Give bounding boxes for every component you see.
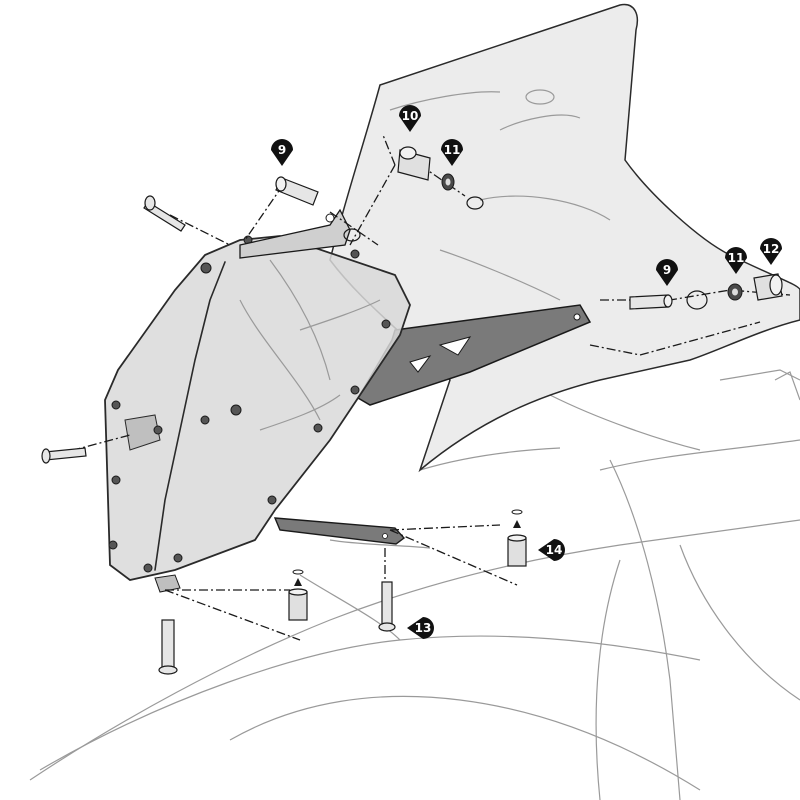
callout-11-right: 11 — [725, 247, 747, 274]
upper-tab — [239, 208, 351, 259]
callout-12: 12 — [760, 238, 782, 265]
callout-9-left: 9 — [271, 139, 293, 166]
svg-text:11: 11 — [728, 251, 745, 265]
washer-upper — [441, 173, 455, 191]
svg-text:11: 11 — [444, 143, 461, 157]
spacer-tube — [397, 146, 431, 181]
svg-text:13: 13 — [415, 621, 432, 635]
spacer-bolt-left — [275, 176, 319, 206]
callout-13: 13 — [407, 617, 434, 639]
spacer-bolt-right — [629, 294, 673, 310]
lower-bracket — [273, 517, 406, 545]
motorcycle-body-outline — [29, 369, 800, 800]
windscreen — [329, 3, 800, 473]
svg-text:14: 14 — [546, 543, 563, 557]
rubber-spacer-left — [288, 569, 308, 621]
svg-text:9: 9 — [663, 263, 671, 277]
svg-text:9: 9 — [278, 143, 286, 157]
callout-11-upper: 11 — [441, 139, 463, 166]
rubber-spacer — [507, 509, 527, 567]
callout-14: 14 — [538, 539, 565, 561]
washer-right — [727, 283, 743, 301]
callout-10: 10 — [399, 105, 421, 132]
spacer-cap — [753, 273, 783, 301]
svg-text:12: 12 — [763, 242, 780, 256]
hardware — [41, 146, 783, 675]
callouts: 9 10 11 9 11 12 13 14 — [271, 105, 782, 639]
headlight-guard — [104, 235, 411, 593]
callout-9-right: 9 — [656, 259, 678, 286]
bolt-upper-left — [143, 195, 186, 232]
bolt-lower-left — [158, 619, 178, 675]
bolt-left — [41, 447, 87, 464]
svg-text:10: 10 — [402, 109, 419, 123]
lower-bolt — [378, 581, 396, 632]
